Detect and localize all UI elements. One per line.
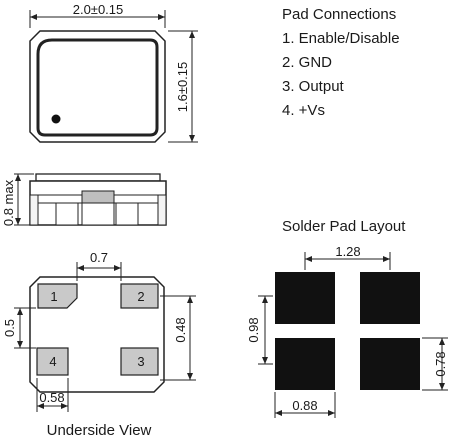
side-terminal-right <box>115 202 139 226</box>
pad-connection-4: 4. +Vs <box>282 102 325 119</box>
top-width-dimension: 2.0±0.15 <box>73 2 124 17</box>
pad-connections-title: Pad Connections <box>282 6 396 23</box>
underside-pad-2 <box>120 283 159 309</box>
underside-pad-3 <box>120 347 159 376</box>
underside-pad-height-dimension: 0.5 <box>2 319 17 337</box>
solder-spacing-dimension: 1.28 <box>335 244 360 259</box>
underside-view-title: Underside View <box>47 422 152 439</box>
solder-layout-title: Solder Pad Layout <box>282 218 406 235</box>
underside-pad-4 <box>36 347 69 376</box>
side-center-lower <box>81 202 115 226</box>
pad-connection-2: 2. GND <box>282 54 332 71</box>
solder-pad-top-right <box>360 272 420 324</box>
solder-pad-layout: Solder Pad Layout 1.28 0.98 0.78 0.88 <box>246 218 448 418</box>
side-terminal-left <box>55 202 79 226</box>
side-view: 0.8 max <box>1 173 167 226</box>
solder-pad-bottom-left <box>275 338 335 390</box>
solder-pad-gap-dimension: 0.78 <box>433 351 448 376</box>
pin1-marker-dot <box>51 114 61 124</box>
pad-connection-1: 1. Enable/Disable <box>282 30 400 47</box>
pad-connections: Pad Connections 1. Enable/Disable 2. GND… <box>282 6 400 119</box>
side-center-terminal <box>81 190 115 204</box>
solder-pad-top-left <box>275 272 335 324</box>
solder-pad-width-dimension: 0.88 <box>292 398 317 413</box>
side-end-terminal-left <box>29 194 39 226</box>
solder-pad-height-dimension: 0.98 <box>246 317 261 342</box>
package-lid <box>36 38 159 137</box>
underside-pad-1 <box>37 283 78 309</box>
underside-gap-dimension: 0.7 <box>90 250 108 265</box>
top-view: 2.0±0.15 1.6±0.15 <box>29 2 198 143</box>
pad-number-3: 3 <box>137 354 144 369</box>
solder-pad-bottom-right <box>360 338 420 390</box>
underside-view: 1 2 3 4 0.7 0.5 0.48 0.58 Underside View <box>2 250 196 439</box>
underside-pad-width-dimension: 0.58 <box>39 390 64 405</box>
pad-connection-3: 3. Output <box>282 78 345 95</box>
underside-pitch-dimension: 0.48 <box>173 317 188 342</box>
side-lid <box>35 173 161 182</box>
pad-number-1: 1 <box>50 289 57 304</box>
pad-number-4: 4 <box>49 354 56 369</box>
pad-number-2: 2 <box>137 289 144 304</box>
top-height-dimension: 1.6±0.15 <box>175 62 190 113</box>
side-end-terminal-right <box>157 194 167 226</box>
side-height-dimension: 0.8 max <box>1 179 16 226</box>
